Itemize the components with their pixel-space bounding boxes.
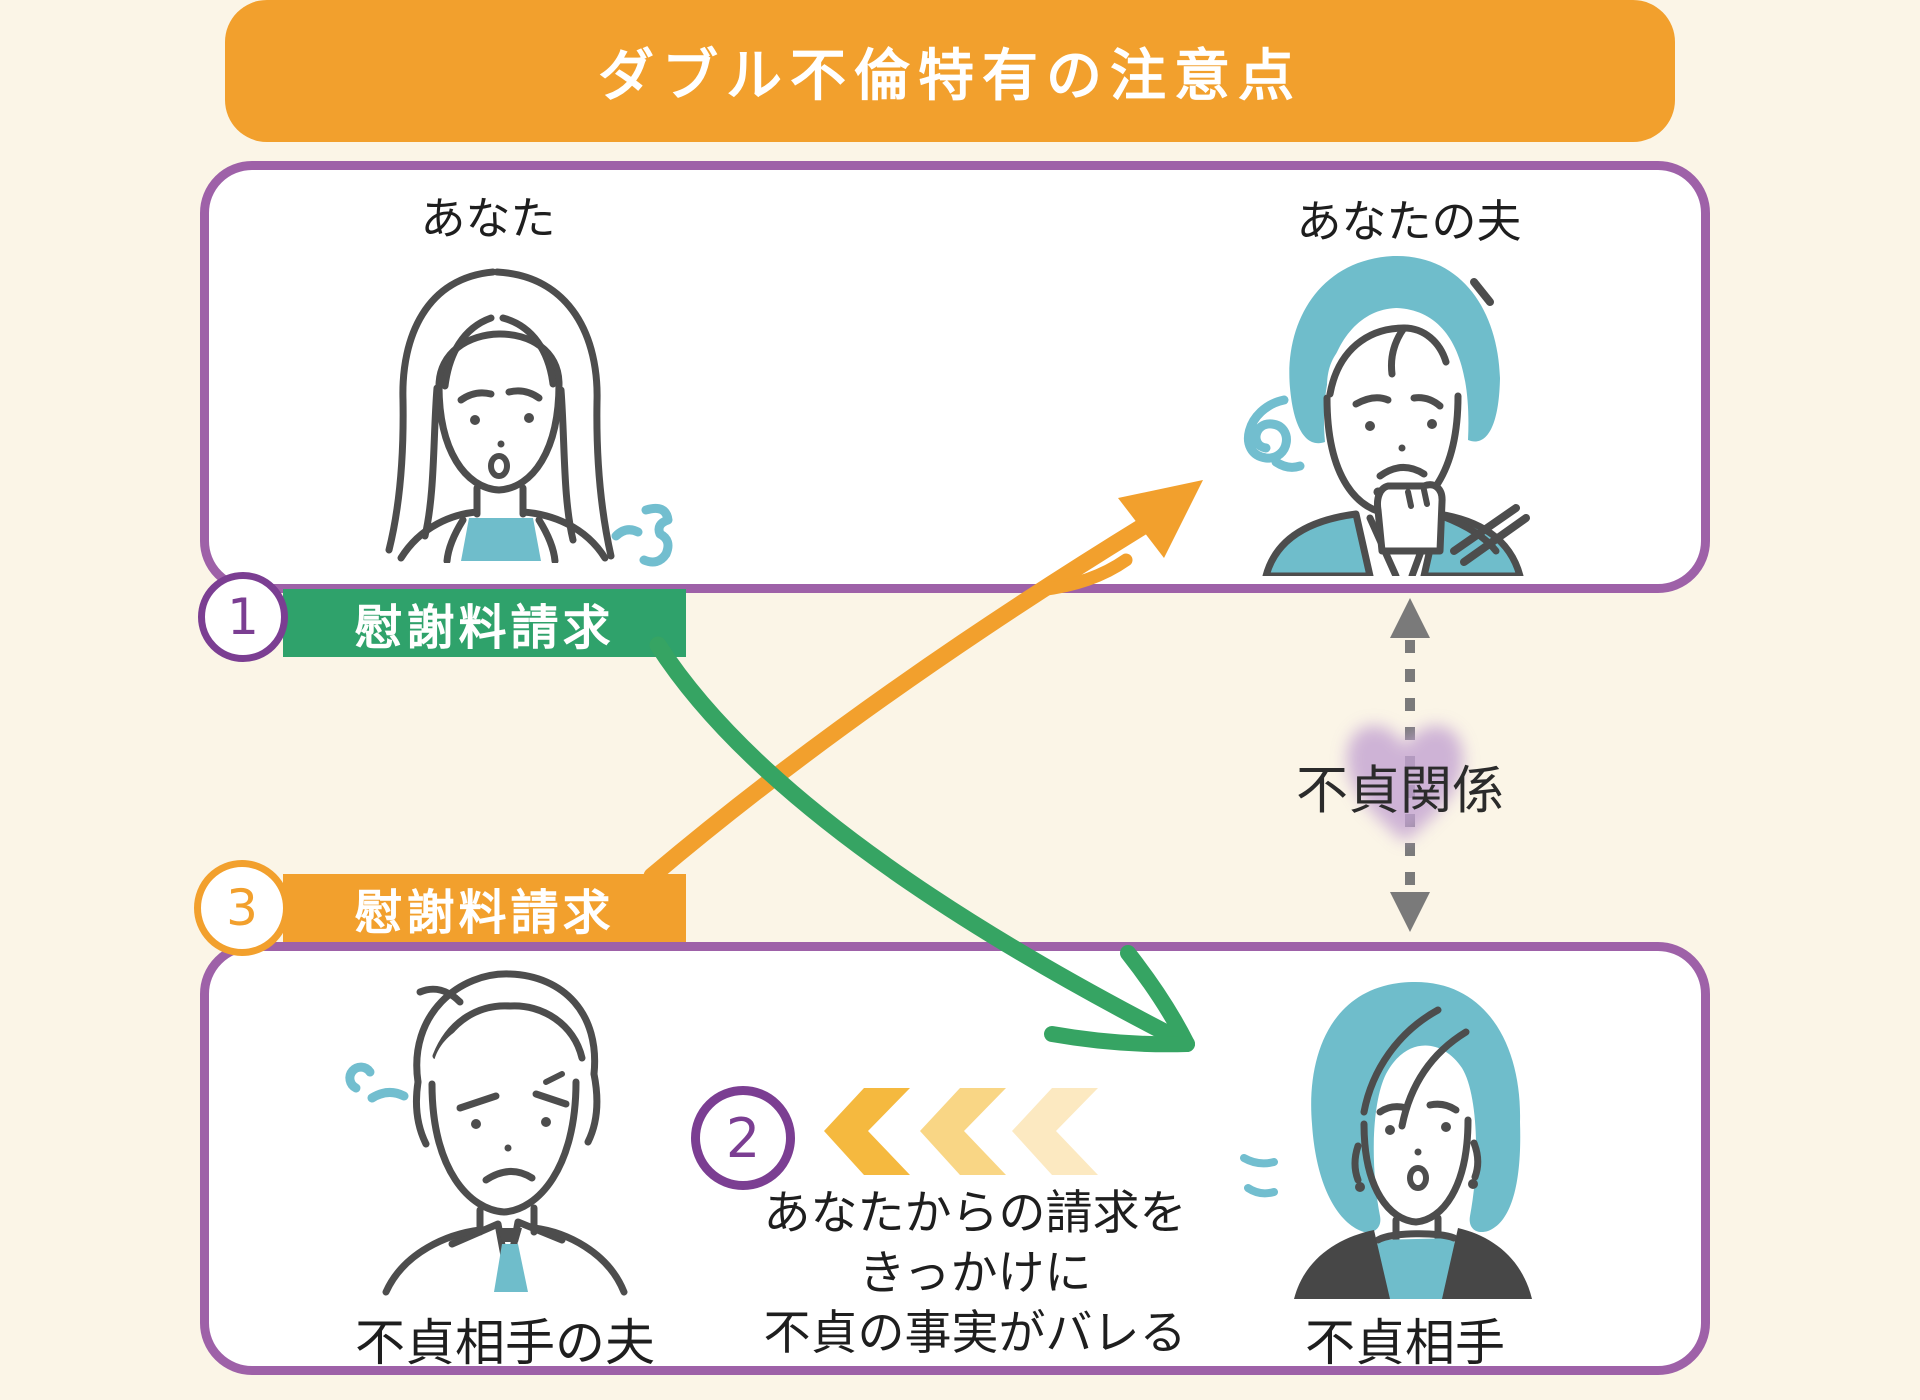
partner-avatar (1270, 974, 1560, 1299)
you-avatar (345, 258, 645, 563)
step-number: 3 (226, 879, 258, 937)
husband-avatar (1228, 246, 1558, 576)
step2-line1: あなたからの請求を (763, 1186, 1187, 1241)
page-title: ダブル不倫特有の注意点 (598, 43, 1302, 109)
step-badge-1: 1 (198, 572, 288, 662)
step-number: 1 (227, 588, 259, 646)
label-partners-husband: 不貞相手の夫 (355, 1314, 655, 1372)
partners-husband-avatar (352, 956, 657, 1296)
step-badge-3: 3 (194, 860, 290, 956)
step2-caption: あなたからの請求を きっかけに 不貞の事実がバレる (764, 1184, 1187, 1364)
sigh-icon (610, 498, 676, 574)
surprise-icon (1238, 1146, 1290, 1210)
frustration-scribble-icon (1224, 392, 1306, 484)
claim-band-3: 慰謝料請求 (283, 874, 686, 942)
label-you: あなた (420, 192, 556, 245)
step2-line3: 不貞の事実がバレる (763, 1306, 1187, 1361)
label-partner: 不貞相手 (1305, 1314, 1505, 1372)
step2-line2: きっかけに (858, 1246, 1092, 1301)
claim-band-1: 慰謝料請求 (283, 589, 686, 657)
label-your-husband: あなたの夫 (1296, 195, 1522, 248)
step-number: 2 (725, 1106, 761, 1170)
step-badge-2: 2 (691, 1086, 795, 1190)
sweat-icon (344, 1058, 410, 1118)
title-banner: ダブル不倫特有の注意点 (225, 0, 1675, 142)
relationship-label: 不貞関係 (1295, 761, 1505, 822)
